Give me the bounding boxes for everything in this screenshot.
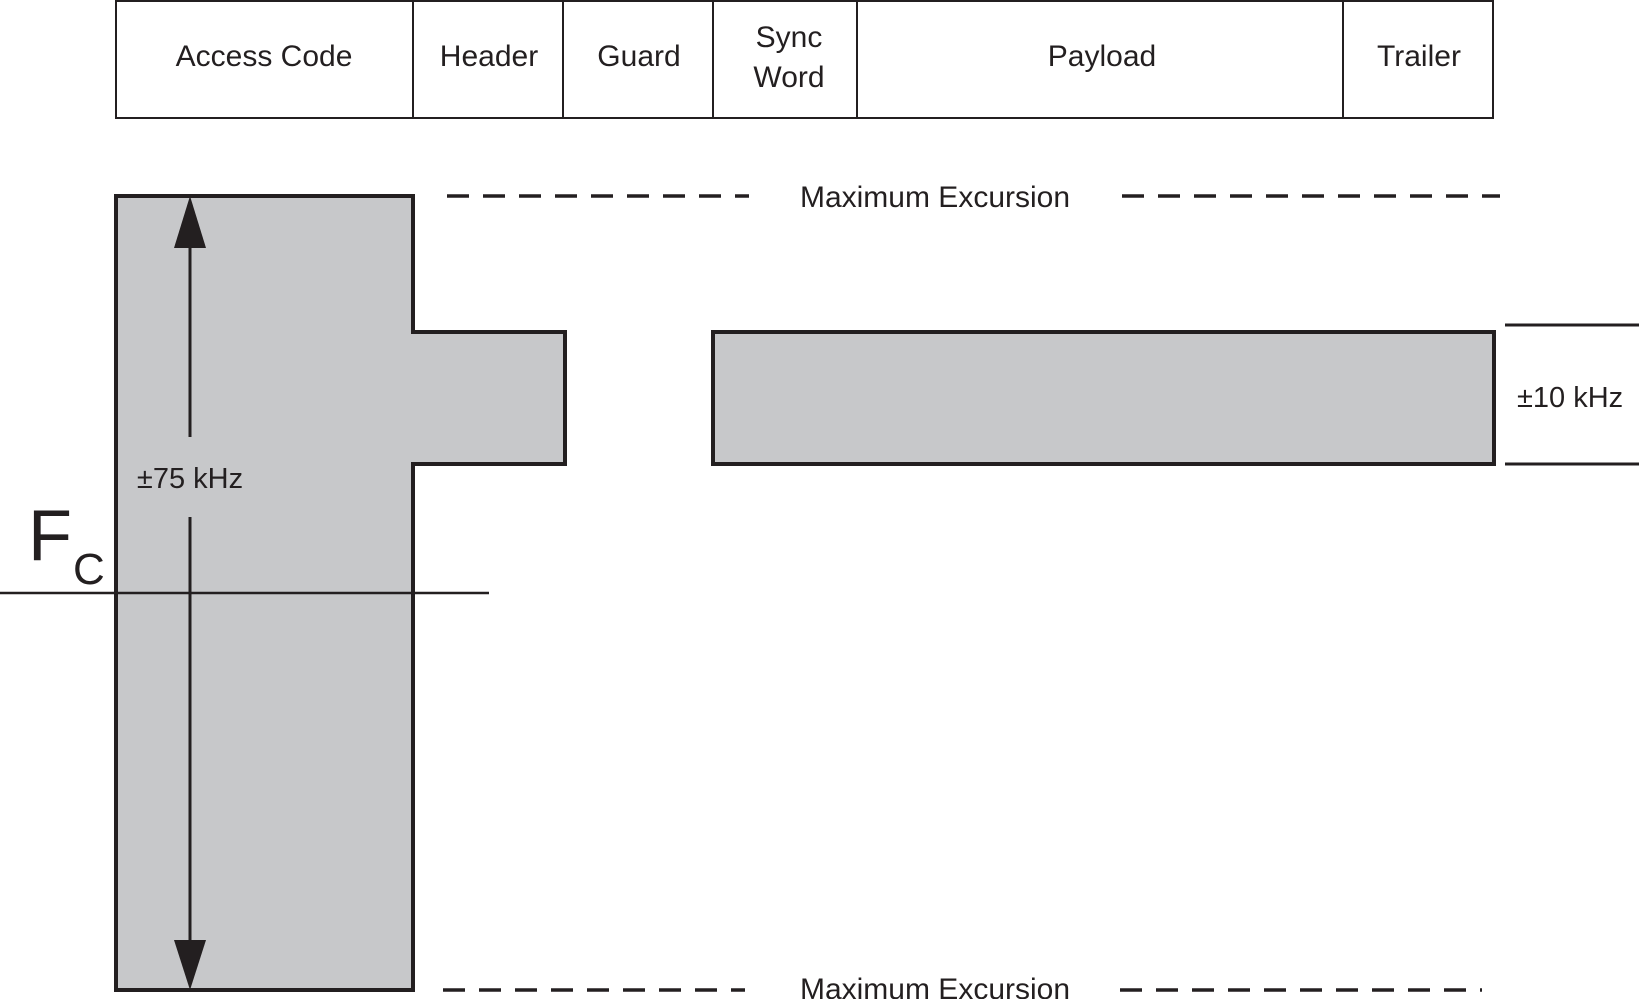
- field-box-trailer: [1342, 0, 1494, 119]
- field-box-guard: [562, 0, 714, 119]
- narrow-deviation-bracket: [1505, 323, 1639, 466]
- field-label-access-code: Access Code: [176, 40, 353, 73]
- field-label-trailer: Trailer: [1377, 40, 1461, 73]
- carrier-letter: F: [28, 496, 72, 576]
- field-box-payload: [856, 0, 1344, 119]
- field-box-header: [412, 0, 564, 119]
- field-label-header: Header: [440, 40, 538, 73]
- field-label-payload: Payload: [1048, 40, 1156, 73]
- excursion-lines: [443, 194, 1500, 992]
- packet-field-labels: Access Code Header Guard Sync Word Paylo…: [176, 21, 1461, 94]
- wide-deviation-label: ±75 kHz: [137, 463, 243, 495]
- carrier-subscript: C: [73, 545, 105, 594]
- narrow-deviation-label: ±10 kHz: [1517, 382, 1623, 414]
- bottom-excursion-label: Maximum Excursion: [800, 973, 1070, 999]
- packet-field-row: [115, 0, 1494, 119]
- arrow-down-icon: [174, 940, 206, 990]
- top-excursion-label: Maximum Excursion: [800, 181, 1070, 214]
- field-label-sync-word-line-1: Sync: [756, 21, 823, 54]
- field-label-guard: Guard: [597, 40, 680, 73]
- narrow-deviation-block: [711, 330, 1496, 466]
- wide-deviation-arrow: [174, 196, 206, 990]
- arrow-up-icon: [174, 196, 206, 248]
- field-box-access-code: [115, 0, 414, 119]
- field-label-sync-word-line-2: Word: [753, 61, 824, 94]
- field-box-sync-word: [712, 0, 858, 119]
